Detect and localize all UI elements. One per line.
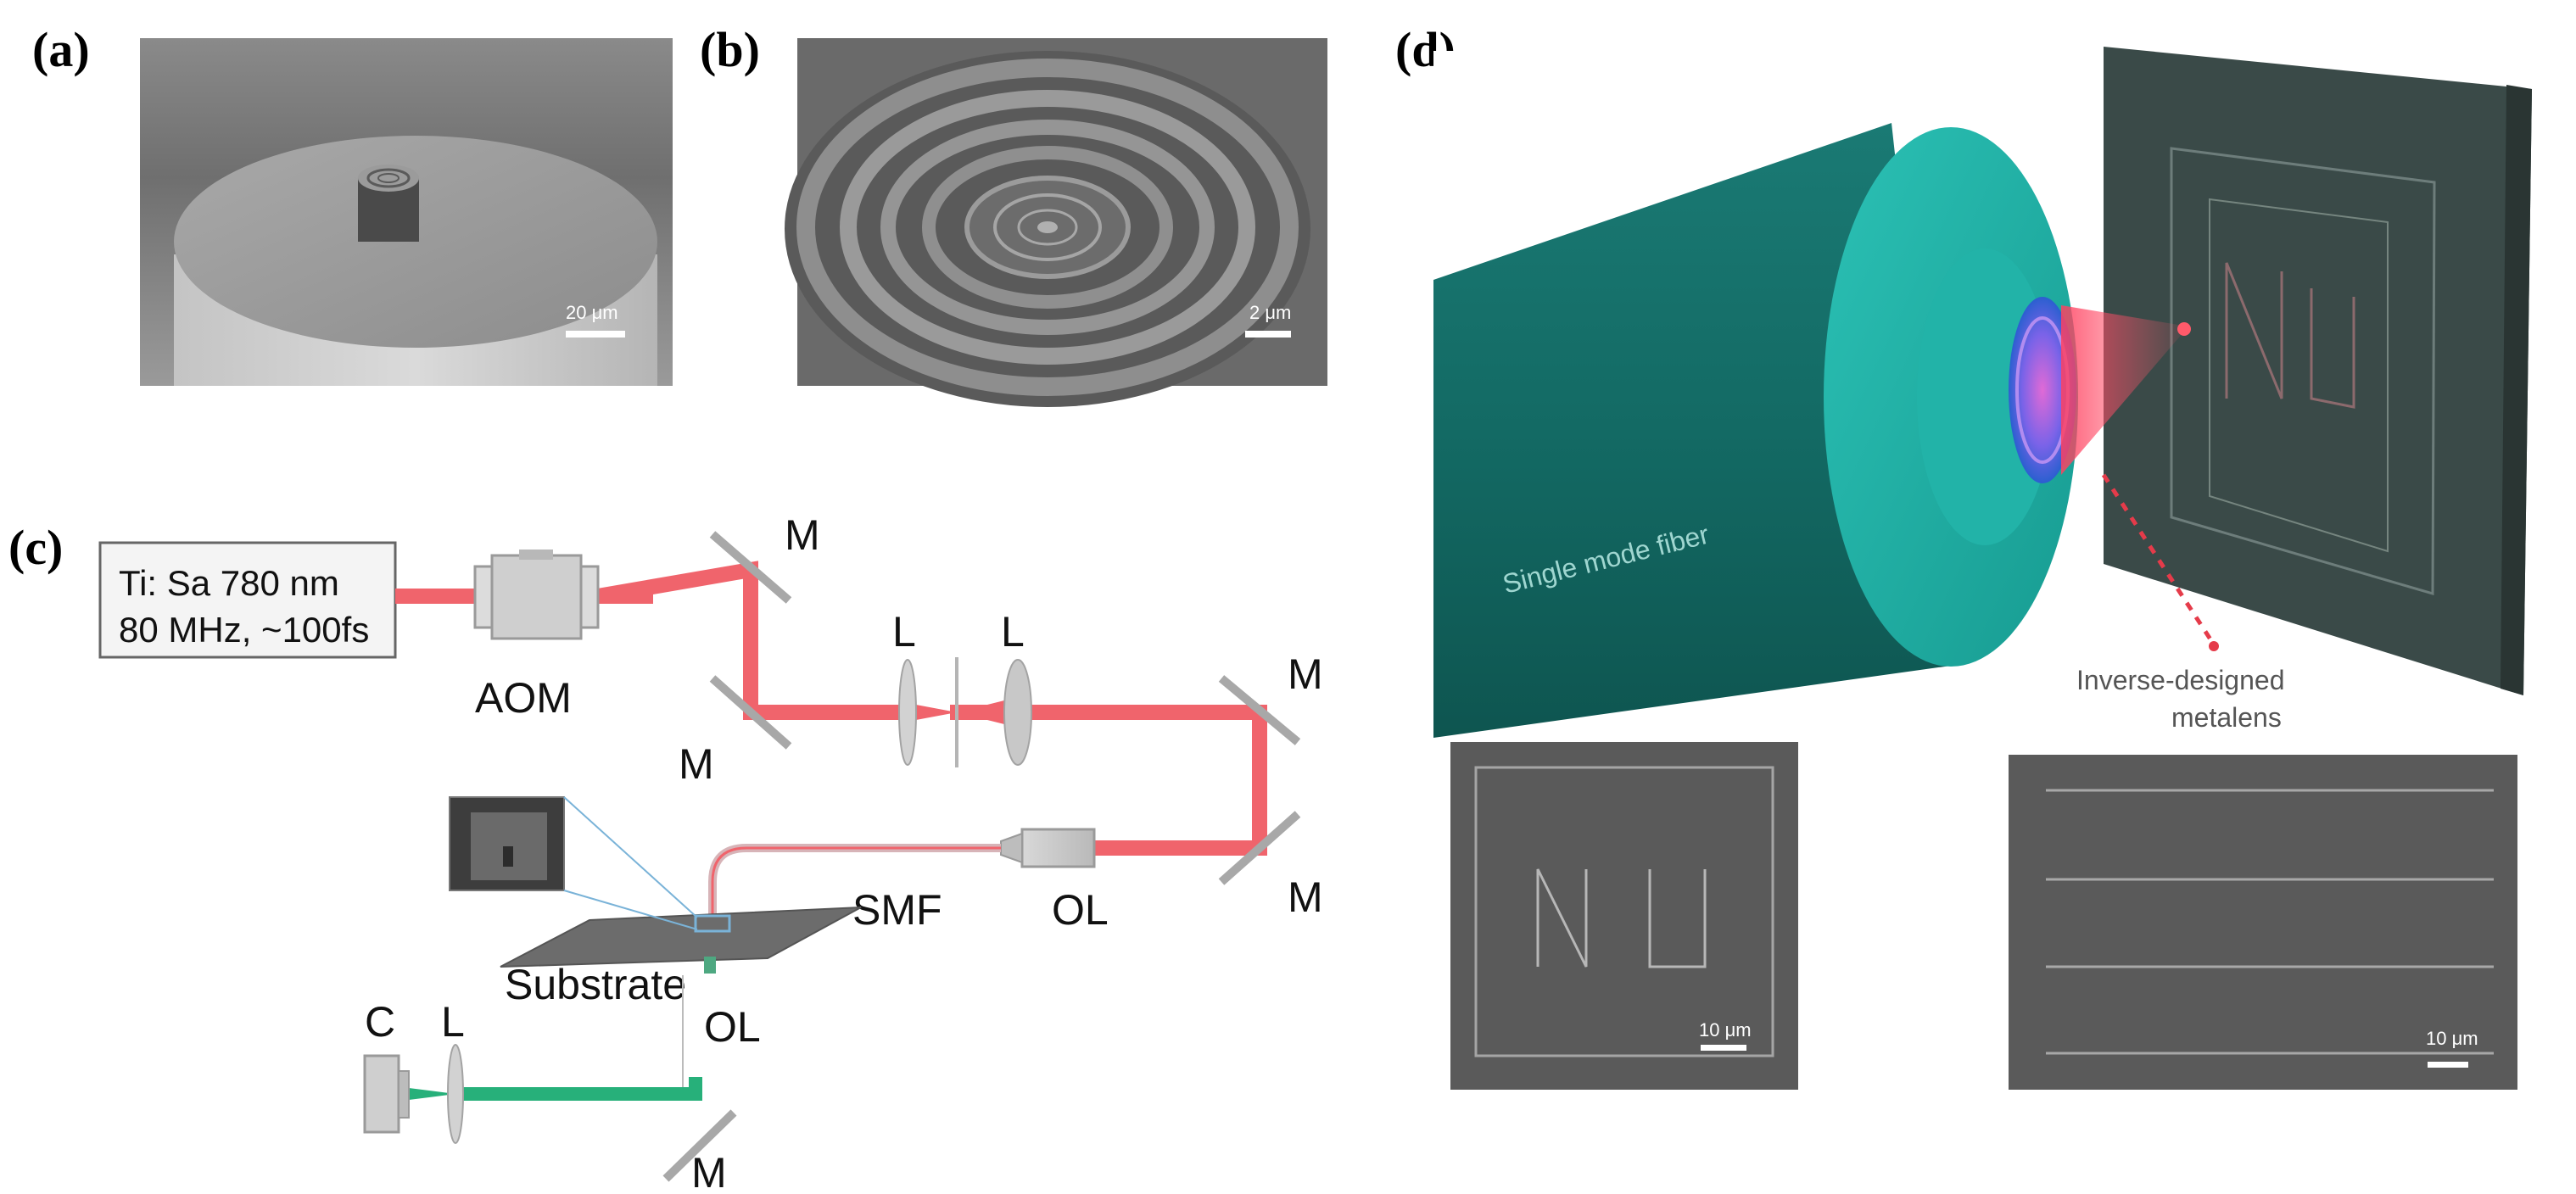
- lens-label-2: L: [1001, 608, 1025, 656]
- red-beam-path: [395, 561, 1267, 856]
- laser-line-2: 80 MHz, ~100fs: [119, 610, 369, 650]
- panel-d: (d) Single mode fiber Inverse-designed m…: [1395, 22, 2536, 1090]
- mirror-5: [662, 1109, 737, 1182]
- camera-label: C: [365, 998, 395, 1046]
- zoom-inset-pillar: [503, 846, 513, 867]
- sem-nu-frame: [1474, 766, 1774, 1057]
- objective-lens-lower: [704, 957, 716, 974]
- smf-fiber-core: [711, 846, 1001, 920]
- smf-label: SMF: [852, 886, 942, 934]
- mirror-2: [709, 675, 792, 750]
- mirror-4: [1218, 811, 1301, 885]
- scale-bar-label-d-right: 10 μm: [2426, 1028, 2478, 1049]
- micro-pillar-ring-a: [366, 168, 411, 188]
- mirror-label-3: M: [1288, 650, 1323, 698]
- lens-3: [447, 1044, 464, 1144]
- sem-image-nu: [1450, 742, 1798, 1090]
- substrate: [500, 907, 862, 968]
- mirror-label-1: M: [785, 511, 820, 559]
- screen-inner-frame-2: [2209, 198, 2389, 553]
- micro-pillar-ring-inner-a: [377, 173, 400, 183]
- objective-label-upper: OL: [1052, 886, 1109, 934]
- fiber-cladding-ring: [1917, 248, 2053, 545]
- scale-bar-a: [566, 331, 625, 338]
- scale-bar-label-a: 20 μm: [566, 302, 618, 323]
- panel-b: (b) 2 μm: [700, 22, 1327, 407]
- substrate-label: Substrate: [505, 961, 686, 1008]
- scale-bar-label-d-left: 10 μm: [1699, 1019, 1752, 1041]
- nu-pattern-render: [2225, 262, 2355, 409]
- imaging-screen: [2104, 47, 2532, 695]
- metalens-label-line-1: Inverse-designed: [2076, 665, 2284, 695]
- metalens-label-line-2: metalens: [2171, 702, 2282, 733]
- green-beam-taper: [409, 1088, 455, 1100]
- panel-b-label: (b): [700, 22, 760, 77]
- screen-inner-frame: [2170, 147, 2436, 595]
- metalens: [2009, 297, 2076, 483]
- scale-bar-b: [1245, 331, 1291, 338]
- lens-label-1: L: [892, 608, 916, 656]
- scale-bar-d-right: [2428, 1062, 2468, 1068]
- laser-line-1: Ti: Sa 780 nm: [119, 563, 339, 603]
- beam-focus: [916, 705, 957, 720]
- mirror-label-4: M: [1288, 873, 1323, 921]
- scale-bar-d-left: [1701, 1045, 1746, 1051]
- laser-source-box: [98, 541, 397, 659]
- panel-c-label: (c): [8, 520, 63, 575]
- panel-a-label: (a): [32, 22, 90, 77]
- scale-bar-label-b: 2 μm: [1249, 302, 1291, 323]
- mirror-label-2: M: [679, 740, 714, 788]
- aom-label: AOM: [475, 674, 572, 722]
- fiber-body-d: [1433, 123, 1951, 738]
- zoom-line-1: [563, 796, 698, 918]
- panel-a: (a) 20 μm: [32, 22, 673, 386]
- nu-letters-sem: [1536, 868, 1707, 968]
- metalens-pointer-dot: [2209, 641, 2219, 651]
- zoom-line-2: [563, 890, 698, 930]
- mirror-1: [709, 531, 792, 604]
- beam-expand: [957, 697, 1018, 728]
- concentric-rings-b: [785, 51, 1310, 407]
- grating-lines-sem: [2046, 789, 2494, 1055]
- green-beam-path: [455, 1077, 702, 1101]
- mirror-3: [1218, 675, 1301, 745]
- lens-1: [898, 659, 917, 766]
- fiber-tip-marker: [694, 914, 731, 933]
- camera: [363, 1054, 410, 1134]
- mirror-label-5: M: [691, 1149, 727, 1194]
- lens-2: [1003, 659, 1032, 766]
- lens-label-3: L: [441, 998, 465, 1046]
- sem-image-lines: [2009, 755, 2517, 1090]
- panel-c: (c) Ti: Sa 780 nm 80 MHz, ~100fs AOM M M…: [8, 511, 1323, 1194]
- aom-modulator: [473, 550, 600, 640]
- focal-spot: [2177, 322, 2191, 336]
- focus-cone: [2061, 305, 2188, 475]
- objective-label-lower: OL: [704, 1003, 761, 1051]
- imaging-screen-edge: [2501, 85, 2532, 695]
- objective-lens-upper: [1000, 828, 1096, 868]
